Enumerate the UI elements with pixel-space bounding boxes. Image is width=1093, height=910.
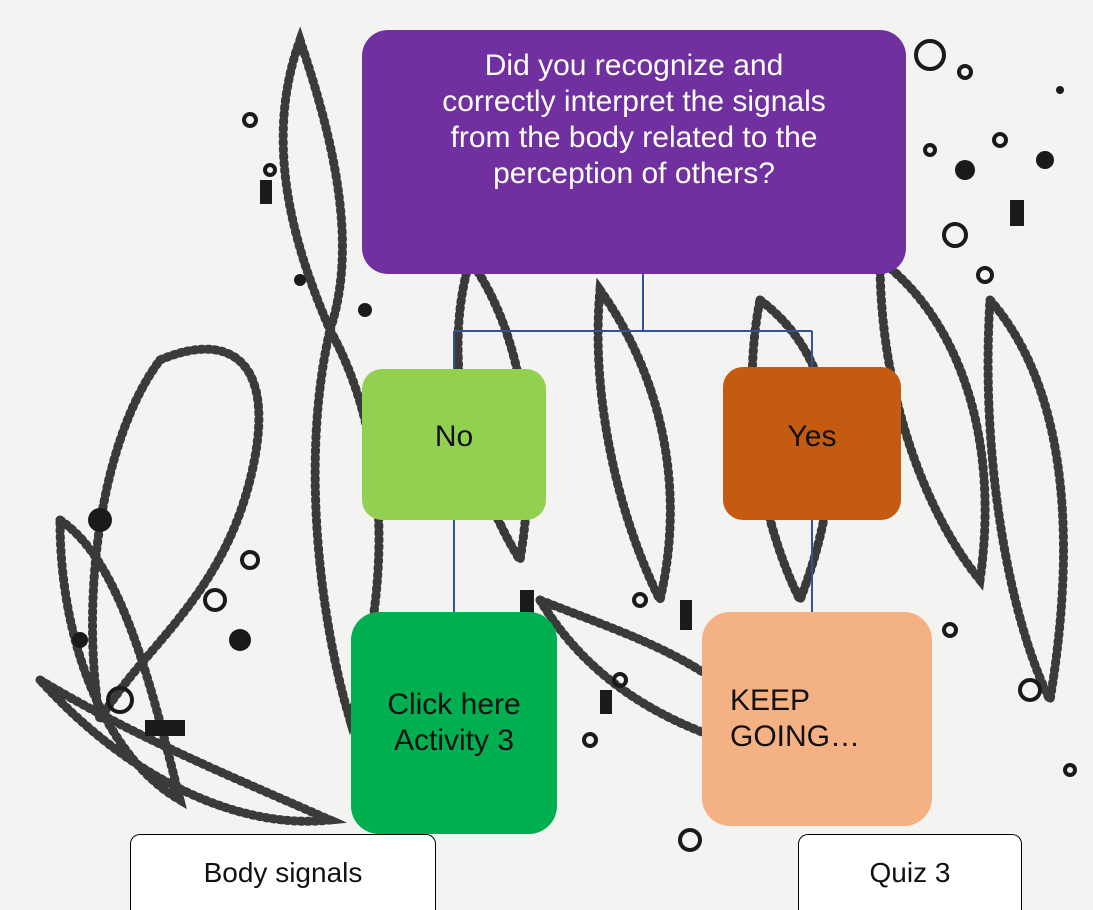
activity-line: Click here [387, 687, 520, 723]
answer-no-label: No [435, 419, 473, 455]
activity-3-label: Click here Activity 3 [387, 687, 520, 759]
question-text: Did you recognize and correctly interpre… [442, 48, 826, 192]
quiz-3-tab[interactable]: Quiz 3 [798, 834, 1022, 910]
answer-no-box: No [362, 369, 546, 520]
question-box: Did you recognize and correctly interpre… [362, 30, 906, 274]
keep-going-line: GOING… [730, 719, 860, 755]
activity-line: Activity 3 [387, 723, 520, 759]
keep-going-button[interactable]: KEEP GOING… [702, 612, 932, 826]
keep-going-line: KEEP [730, 683, 860, 719]
answer-yes-label: Yes [788, 419, 837, 455]
body-signals-label: Body signals [204, 857, 363, 889]
keep-going-label: KEEP GOING… [730, 683, 860, 755]
body-signals-tab[interactable]: Body signals [130, 834, 436, 910]
question-line: Did you recognize and [442, 48, 826, 84]
activity-3-button[interactable]: Click here Activity 3 [351, 612, 557, 834]
quiz-3-label: Quiz 3 [870, 857, 951, 889]
answer-yes-box: Yes [723, 367, 901, 520]
question-line: correctly interpret the signals [442, 84, 826, 120]
question-line: perception of others? [442, 156, 826, 192]
question-line: from the body related to the [442, 120, 826, 156]
